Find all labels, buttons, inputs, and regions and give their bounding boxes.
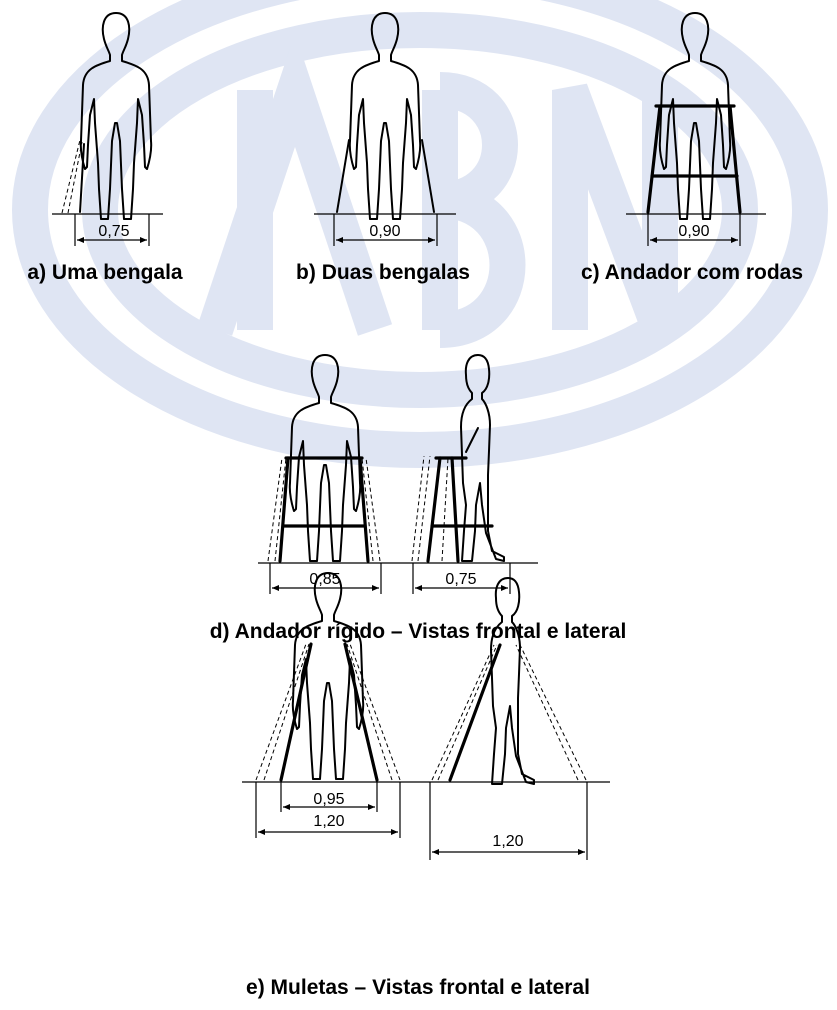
panel-d-rigid-walker: 0,85 0,75 d) Andador rígido – Vistas fro… [210, 354, 627, 643]
walker-c-left-leg [646, 104, 662, 214]
walker-d-side-front-leg [426, 456, 442, 563]
crutch-e-swing-r1 [349, 643, 401, 781]
crutch-e-side-swing4 [515, 644, 579, 781]
panel-b-two-canes: 0,90 b) Duas bengalas [296, 12, 470, 284]
walker-d-swing-r2 [361, 457, 374, 562]
walker-d-side-swing3 [441, 457, 449, 562]
crutch-e-swing-l1 [255, 643, 307, 781]
crutch-e-side-swing2 [437, 644, 498, 781]
dim-label-e1: 0,95 [313, 791, 344, 808]
dim-label-d1: 0,85 [309, 571, 340, 588]
crutch-e-swing-r2 [346, 643, 393, 781]
walker-d-side-swing2 [417, 455, 431, 562]
walker-c-right-leg [728, 104, 742, 214]
crutch-e-side-swing3 [519, 644, 587, 781]
left-cane-b [336, 139, 350, 213]
cane-swing-a1 [61, 139, 81, 214]
walker-d-front-left-leg [278, 456, 290, 563]
dim-label-d2: 0,75 [445, 571, 476, 588]
panel-e-crutches: 0,95 1,20 1,20 e) Muletas – Vistas front… [242, 572, 610, 999]
caption-e: e) Muletas – Vistas frontal e lateral [246, 976, 590, 999]
crutch-e-left [279, 642, 313, 782]
cane-a [79, 143, 85, 213]
caption-d: d) Andador rígido – Vistas frontal e lat… [210, 620, 627, 643]
right-cane-b [421, 139, 435, 213]
panel-a-one-cane: 0,75 a) Uma bengala [27, 12, 183, 284]
dim-label-e2: 1,20 [313, 813, 344, 830]
person-side-e [490, 577, 535, 785]
crutch-e-side [448, 643, 502, 782]
dim-label-e3: 1,20 [492, 833, 523, 850]
dim-label-a: 0,75 [98, 223, 129, 240]
walker-d-side-back-leg [450, 456, 460, 563]
dim-label-b: 0,90 [369, 223, 400, 240]
panel-c-wheeled-walker: 0,90 c) Andador com rodas [581, 12, 803, 284]
walker-d-side-arm [465, 427, 479, 453]
caption-b: b) Duas bengalas [296, 261, 470, 284]
caption-c: c) Andador com rodas [581, 261, 803, 284]
cane-swing-a2 [67, 141, 83, 214]
crutch-e-side-swing1 [431, 644, 495, 781]
crutch-e-swing-l2 [263, 643, 310, 781]
walker-d-swing-l1 [267, 457, 283, 562]
dim-label-c: 0,90 [678, 223, 709, 240]
crutch-e-right [343, 642, 379, 782]
walker-d-side-swing1 [411, 455, 425, 562]
walker-d-swing-r1 [365, 457, 381, 562]
walker-d-front-right-leg [358, 456, 370, 563]
caption-a: a) Uma bengala [27, 261, 183, 284]
walker-d-swing-l2 [274, 457, 287, 562]
